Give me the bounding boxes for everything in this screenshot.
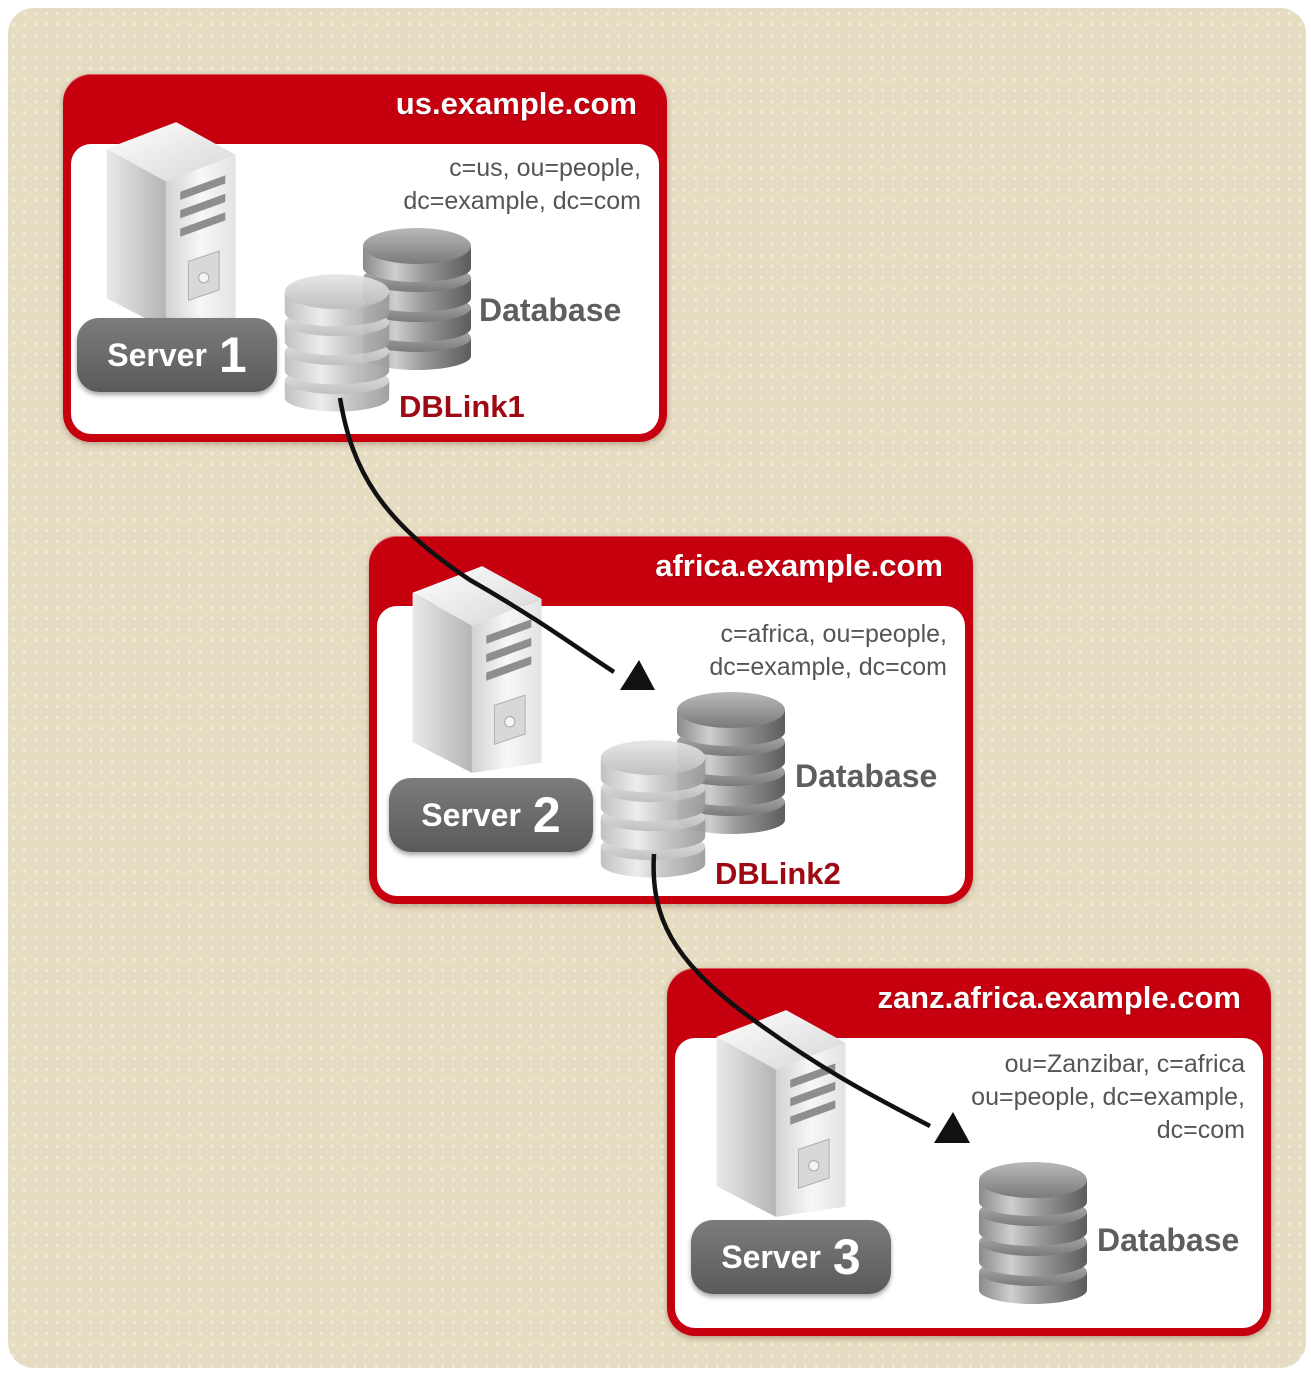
server-2-badge: Server 2 <box>389 778 593 852</box>
server-1-hostname: us.example.com <box>395 86 637 121</box>
server-1-dn: c=us, ou=people, dc=example, dc=com <box>403 154 641 215</box>
server-2-dblink-database-icon <box>595 722 711 888</box>
server-2-database-label: Database <box>795 758 938 794</box>
server-1-database-label: Database <box>479 292 622 328</box>
server-3-tower-icon <box>691 1006 867 1221</box>
server-1-badge-number: 1 <box>218 327 247 383</box>
server-panel-2: africa.example.com c=africa, ou=people, … <box>369 536 973 904</box>
server-1-tower-icon <box>81 118 257 333</box>
server-2-dn: c=africa, ou=people, dc=example, dc=com <box>709 620 947 681</box>
server-2-badge-number: 2 <box>532 787 561 843</box>
server-3-dn: ou=Zanzibar, c=africa ou=people, dc=exam… <box>971 1050 1245 1144</box>
server-1-dblink-database-icon <box>279 256 395 422</box>
server-3-database-icon <box>973 1148 1093 1310</box>
server-2-tower-icon <box>387 562 563 777</box>
server-1-badge-label: Server <box>107 336 207 373</box>
server-2-dblink-label: DBLink2 <box>715 856 841 891</box>
server-2-badge-label: Server <box>421 796 521 833</box>
server-panel-3: zanz.africa.example.com ou=Zanzibar, c=a… <box>667 968 1271 1336</box>
server-2-hostname: africa.example.com <box>655 548 943 583</box>
server-3-hostname: zanz.africa.example.com <box>877 980 1241 1015</box>
server-3-badge: Server 3 <box>691 1220 891 1294</box>
server-1-badge: Server 1 <box>77 318 277 392</box>
server-1-dblink-label: DBLink1 <box>399 389 525 424</box>
server-3-badge-label: Server <box>721 1238 821 1275</box>
server-3-database-label: Database <box>1097 1222 1240 1258</box>
server-3-badge-number: 3 <box>832 1229 861 1285</box>
server-panel-1: us.example.com c=us, ou=people, dc=examp… <box>63 74 667 442</box>
